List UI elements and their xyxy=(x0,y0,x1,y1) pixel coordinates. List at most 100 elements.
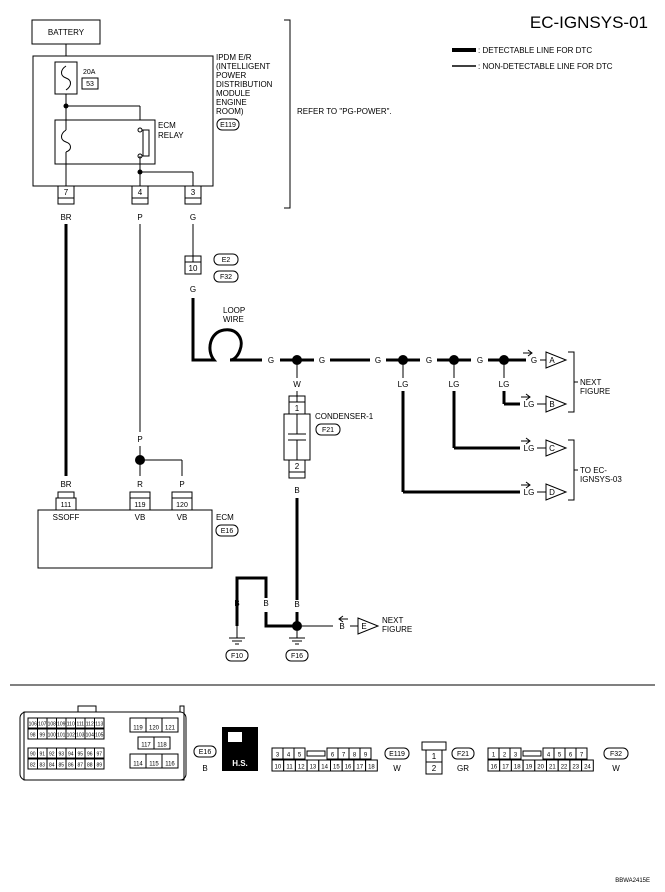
connector-pin: 5 xyxy=(558,753,562,759)
ecm-pin-119: 119 xyxy=(134,502,145,509)
connector-pin: 119 xyxy=(133,726,143,732)
svg-text:IPDM E/R: IPDM E/R xyxy=(216,53,252,62)
connector-pin: 104 xyxy=(86,733,95,739)
svg-text:B: B xyxy=(339,622,344,631)
connector-pin: 102 xyxy=(67,733,76,739)
joint-pin-10: 10 xyxy=(189,264,198,273)
condenser-connector: F21 xyxy=(322,427,334,434)
connector-pin: 17 xyxy=(502,765,509,771)
ecm-connector: E16 xyxy=(221,528,234,535)
relay-label-1: ECM xyxy=(158,121,176,130)
connector-pin: 19 xyxy=(526,765,533,771)
connector-pin: 1 xyxy=(492,753,496,759)
svg-text:LG: LG xyxy=(524,488,535,497)
connector-pin: 4 xyxy=(547,753,551,759)
svg-text:G: G xyxy=(319,356,325,365)
connector-pin: 107 xyxy=(38,722,47,728)
connector-pin: 16 xyxy=(345,765,352,771)
condenser-pin-1: 1 xyxy=(295,404,300,413)
svg-text:E: E xyxy=(361,622,366,631)
connector-pin: 12 xyxy=(298,765,305,771)
connector-pin: 6 xyxy=(331,753,335,759)
f21-face: 1 2 xyxy=(421,741,447,775)
splice-dot xyxy=(292,355,302,365)
svg-text:NEXT: NEXT xyxy=(382,616,403,625)
connector-pin: 109 xyxy=(57,722,66,728)
connector-pin: 4 xyxy=(287,753,291,759)
next-figure-2: FIGURE xyxy=(580,387,610,396)
connector-pin: 116 xyxy=(165,762,175,768)
connector-pin: 15 xyxy=(333,765,340,771)
ecm-box xyxy=(37,509,213,569)
svg-text:G: G xyxy=(477,356,483,365)
connector-pin: 17 xyxy=(356,765,363,771)
ecm-name: ECM xyxy=(216,513,234,522)
e16-label: E16 xyxy=(199,749,212,756)
connector-pin: 86 xyxy=(68,763,74,769)
connector-pin: 114 xyxy=(133,762,143,768)
fuse-icon xyxy=(61,65,71,91)
svg-text:MODULE: MODULE xyxy=(216,89,250,98)
f21-label: F21 xyxy=(457,751,469,758)
connector-pin: 7 xyxy=(580,753,584,759)
legend: : DETECTABLE LINE FOR DTC : NON-DETECTAB… xyxy=(452,46,613,71)
fuse-number: 53 xyxy=(86,81,94,88)
condenser-name: CONDENSER-1 xyxy=(315,412,374,421)
connector-pin: 23 xyxy=(572,765,579,771)
svg-text:A: A xyxy=(549,356,555,365)
battery-box xyxy=(31,19,101,45)
arrow-a xyxy=(545,351,568,369)
connector-pin: 84 xyxy=(49,763,55,769)
connector-pin: 22 xyxy=(561,765,568,771)
to-ec-2: IGNSYS-03 xyxy=(580,475,622,484)
connector-pin: 10 xyxy=(275,765,282,771)
connector-pin: 3 xyxy=(514,753,518,759)
to-ec-1: TO EC- xyxy=(580,466,607,475)
f21-bottom-pin: 2 xyxy=(432,764,437,773)
f21-color: GR xyxy=(457,764,469,773)
ecm-pin-label-vb2: VB xyxy=(177,513,188,522)
svg-text:LG: LG xyxy=(524,400,535,409)
arrow-c xyxy=(545,439,568,457)
connector-pin: 110 xyxy=(67,722,75,728)
svg-text:FIGURE: FIGURE xyxy=(382,625,412,634)
svg-text:W: W xyxy=(293,380,301,389)
ground-f16: F16 xyxy=(291,653,303,660)
svg-text:R: R xyxy=(137,480,143,489)
connector-pin: 96 xyxy=(87,752,93,758)
connector-pin: 21 xyxy=(549,765,556,771)
f21-top-pin: 1 xyxy=(432,752,437,761)
joint-f32: F32 xyxy=(220,274,232,281)
hs-label: H.S. xyxy=(232,759,248,768)
connector-pin: 95 xyxy=(77,752,83,758)
connector-pin: 82 xyxy=(30,763,36,769)
ipdm-pin-7: 7 xyxy=(64,188,69,197)
ground-icon xyxy=(229,637,245,645)
connector-pin: 14 xyxy=(321,765,328,771)
svg-text:(INTELLIGENT: (INTELLIGENT xyxy=(216,62,270,71)
battery-label: BATTERY xyxy=(48,28,85,37)
connector-pin: 91 xyxy=(39,752,45,758)
fuse-amp: 20A xyxy=(83,69,96,76)
relay-label-2: RELAY xyxy=(158,131,184,140)
svg-text:B: B xyxy=(263,599,268,608)
connector-pin: 106 xyxy=(29,722,38,728)
ecm-pin-120: 120 xyxy=(176,502,188,509)
svg-text:DISTRIBUTION: DISTRIBUTION xyxy=(216,80,273,89)
ipdm-name: IPDM E/R (INTELLIGENT POWER DISTRIBUTION… xyxy=(216,53,273,116)
f32-label: F32 xyxy=(610,751,622,758)
ecm-pin-label-ssoff: SSOFF xyxy=(53,513,80,522)
connector-pin: 117 xyxy=(141,743,151,749)
connector-pin: 2 xyxy=(503,753,507,759)
joint-e2: E2 xyxy=(222,257,231,264)
connector-pin: 8 xyxy=(353,753,357,759)
connector-pin: 105 xyxy=(95,733,104,739)
ground-icon xyxy=(289,637,305,645)
svg-text:LG: LG xyxy=(398,380,409,389)
e16-color: B xyxy=(202,764,207,773)
diagram-code: EC-IGNSYS-01 xyxy=(530,13,648,32)
connector-pin: 100 xyxy=(48,733,57,739)
